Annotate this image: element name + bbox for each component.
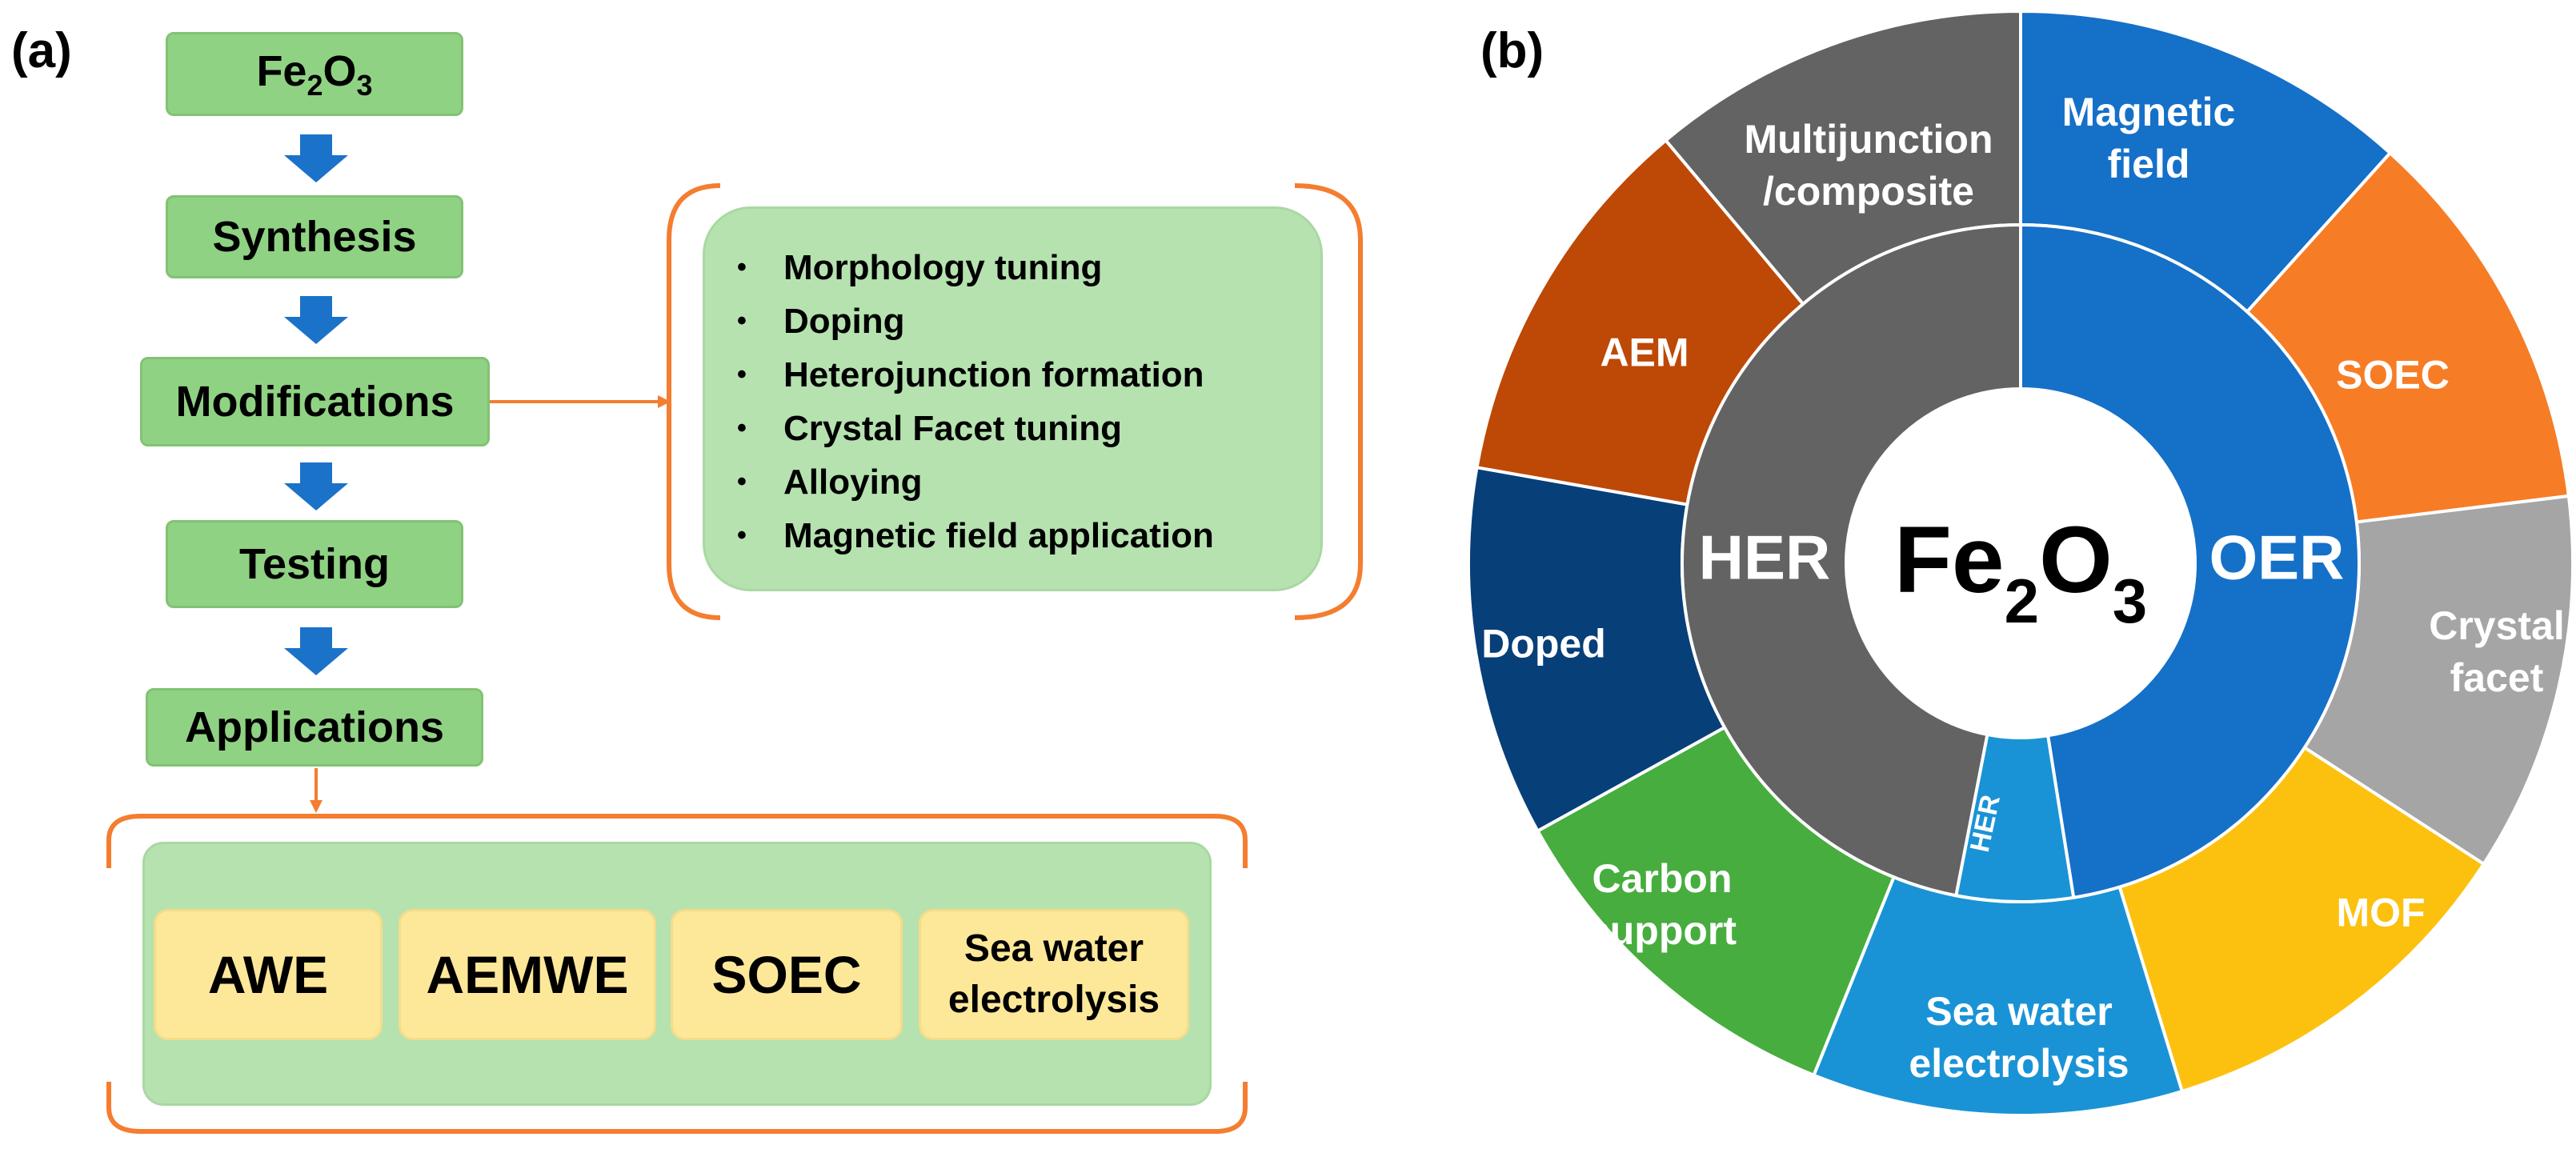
applications-bracket-bottom: [106, 1082, 1248, 1134]
modification-item: •Heterojunction formation: [737, 355, 1204, 394]
modifications-list: •Morphology tuning •Doping •Heterojuncti…: [705, 241, 1214, 562]
outer-label-aem: AEM: [1600, 330, 1689, 375]
inner-segment-her: [1680, 222, 2022, 898]
modification-item: •Crystal Facet tuning: [737, 409, 1122, 448]
fe2o3-formula: Fe2O3: [256, 46, 373, 102]
applications-bracket-top: [106, 814, 1248, 868]
modification-item: •Alloying: [737, 462, 923, 502]
testing-box: Testing: [166, 520, 463, 608]
center-circle: [1846, 389, 2195, 738]
synthesis-box: Synthesis: [166, 195, 463, 278]
modification-item: •Morphology tuning: [737, 248, 1103, 287]
down-arrow-icon: [284, 462, 348, 510]
modifications-bracket-left: [667, 183, 721, 620]
down-arrow-icon: [284, 296, 348, 344]
fe2o3-box: Fe2O3: [166, 32, 463, 116]
panel-a-connectors: [106, 183, 1363, 1134]
inner-label-her: HER: [1699, 522, 1831, 592]
outer-label-mof: MOF: [2336, 891, 2425, 935]
down-arrow-icon: [284, 627, 348, 675]
modifications-panel: •Morphology tuning •Doping •Heterojuncti…: [703, 206, 1323, 591]
center-formula: Fe2O3: [1894, 507, 2147, 636]
app-awe: AWE: [154, 909, 383, 1040]
app-aemwe: AEMWE: [399, 909, 656, 1040]
inner-label-oer: OER: [2209, 522, 2344, 592]
panel-a-label: (a): [11, 23, 72, 78]
outer-label-soec: SOEC: [2336, 353, 2450, 398]
modifications-bracket-right: [1294, 183, 1363, 620]
app-soec: SOEC: [671, 909, 903, 1040]
modification-item: •Magnetic field application: [737, 516, 1214, 555]
down-arrow-icon: [284, 134, 348, 182]
panel-b-label: (b): [1480, 23, 1544, 78]
outer-label-doped: Doped: [1481, 622, 1606, 667]
modifications-box: Modifications: [140, 357, 490, 446]
outer-label-multijunction: Multijunction/composite: [1744, 117, 1993, 214]
connector-arrowhead-icon: [310, 800, 323, 813]
applications-box: Applications: [146, 688, 483, 767]
modification-item: •Doping: [737, 302, 905, 341]
connector-arrowhead-icon: [658, 395, 671, 408]
